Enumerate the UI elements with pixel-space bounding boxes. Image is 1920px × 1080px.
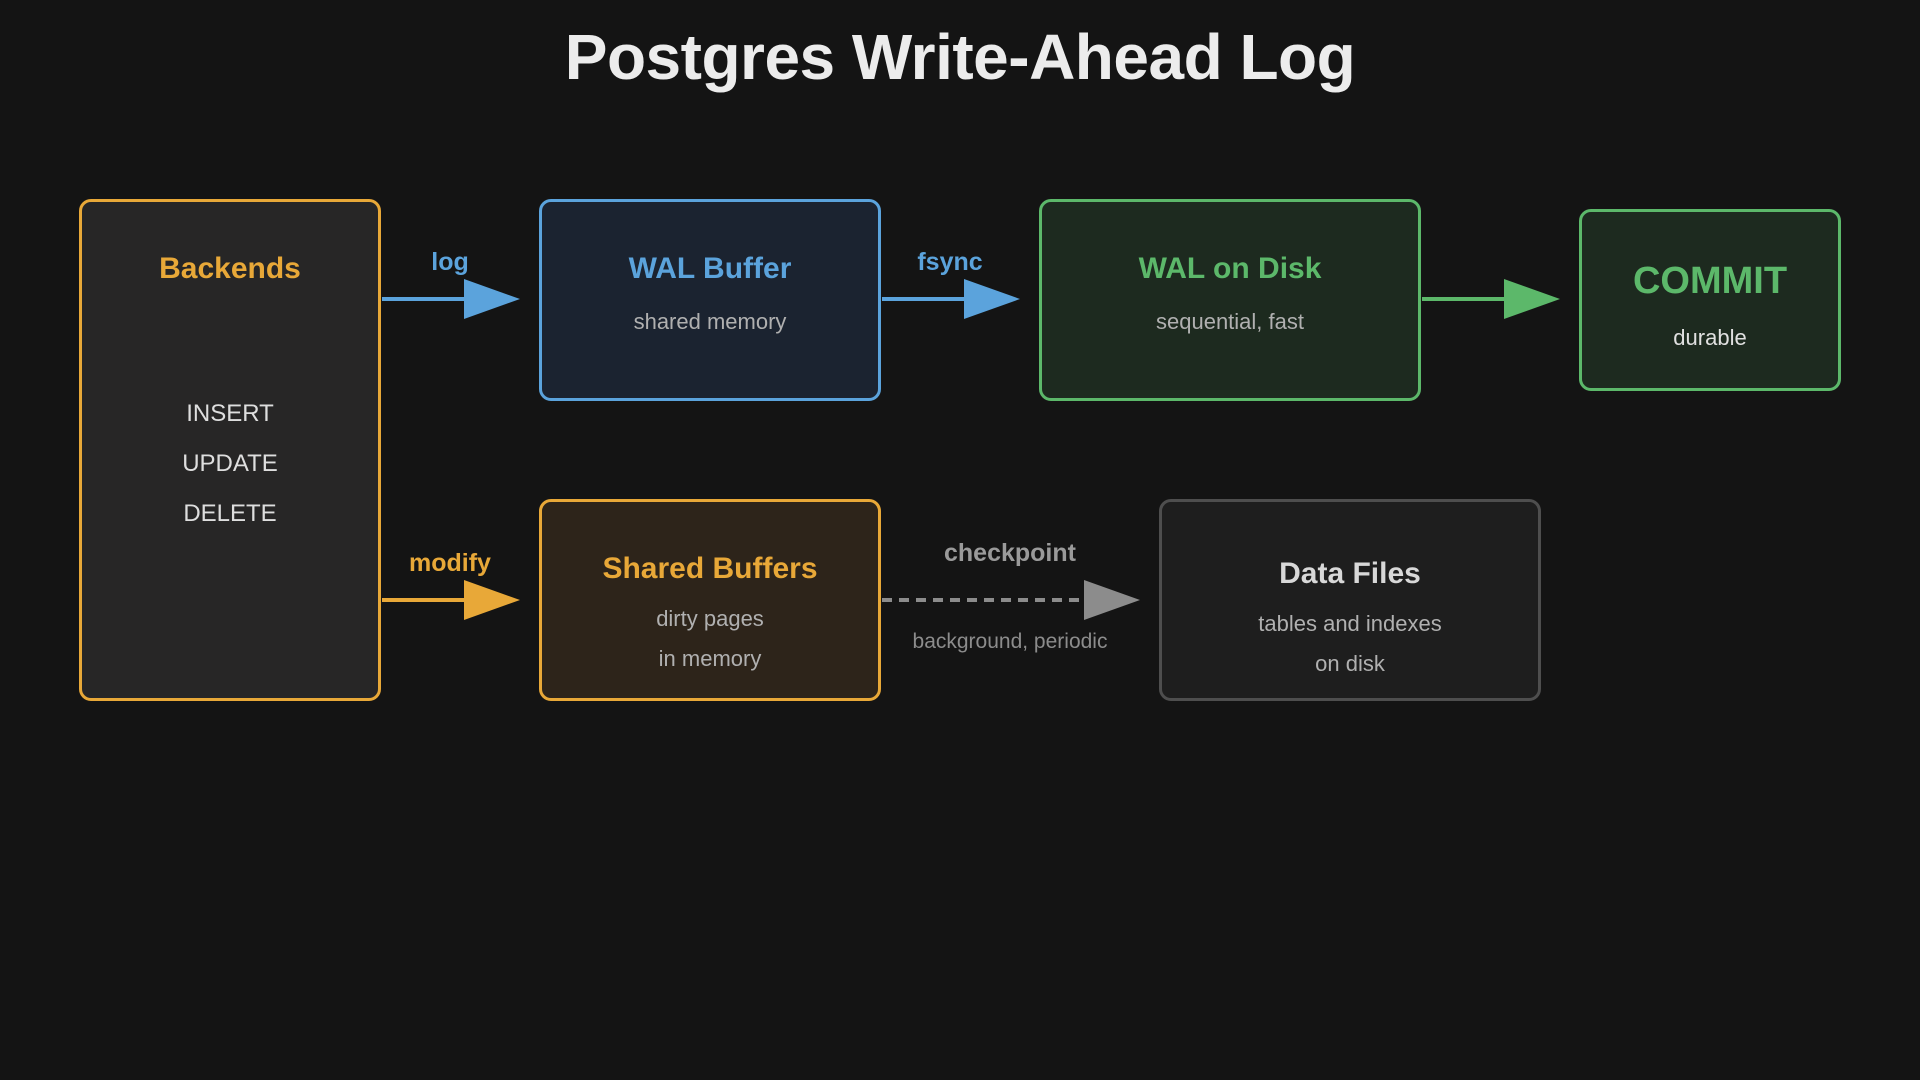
data-files-subtitle: tables and indexes on disk bbox=[1162, 604, 1538, 684]
wal-on-disk-subtitle: sequential, fast bbox=[1156, 309, 1304, 334]
log-edge-label: log bbox=[431, 248, 469, 276]
operation-update: UPDATE bbox=[182, 450, 278, 477]
commit-title: COMMIT bbox=[1632, 260, 1788, 302]
backends-operations: INSERT UPDATE DELETE bbox=[82, 389, 378, 539]
commit-arrow bbox=[1422, 279, 1560, 319]
checkpoint-arrow bbox=[882, 580, 1140, 620]
wal-on-disk-title: WAL on Disk bbox=[1138, 252, 1322, 285]
fsync-arrow bbox=[882, 279, 1020, 319]
checkpoint-edge-note: background, periodic bbox=[912, 630, 1108, 653]
commit-subtitle: durable bbox=[1673, 325, 1747, 350]
shared-buffers-subtitle-line-1: dirty pages bbox=[656, 606, 764, 631]
wal-buffer-title: WAL Buffer bbox=[628, 252, 792, 285]
backends-title: Backends bbox=[159, 252, 301, 285]
wal-buffer-node: WAL Buffer shared memory bbox=[539, 199, 881, 401]
operation-delete: DELETE bbox=[183, 500, 277, 527]
log-arrow bbox=[382, 279, 520, 319]
fsync-edge-label: fsync bbox=[917, 248, 983, 276]
modify-arrow bbox=[382, 580, 520, 620]
commit-node: COMMIT durable bbox=[1579, 209, 1841, 391]
data-files-title: Data Files bbox=[1279, 557, 1421, 590]
data-files-node: Data Files tables and indexes on disk bbox=[1159, 499, 1541, 701]
modify-edge-label: modify bbox=[409, 549, 491, 577]
operation-insert: INSERT bbox=[186, 400, 274, 427]
shared-buffers-title: Shared Buffers bbox=[602, 552, 818, 585]
backends-node: Backends INSERT UPDATE DELETE bbox=[79, 199, 381, 701]
wal-buffer-subtitle: shared memory bbox=[633, 309, 787, 334]
data-files-subtitle-line-1: tables and indexes bbox=[1258, 611, 1442, 636]
data-files-subtitle-line-2: on disk bbox=[1315, 651, 1385, 676]
shared-buffers-subtitle-line-2: in memory bbox=[658, 646, 762, 671]
diagram-title: Postgres Write-Ahead Log bbox=[564, 21, 1356, 93]
shared-buffers-subtitle: dirty pages in memory bbox=[542, 599, 878, 679]
checkpoint-edge-label: checkpoint bbox=[944, 539, 1076, 567]
shared-buffers-node: Shared Buffers dirty pages in memory bbox=[539, 499, 881, 701]
wal-on-disk-node: WAL on Disk sequential, fast bbox=[1039, 199, 1421, 401]
